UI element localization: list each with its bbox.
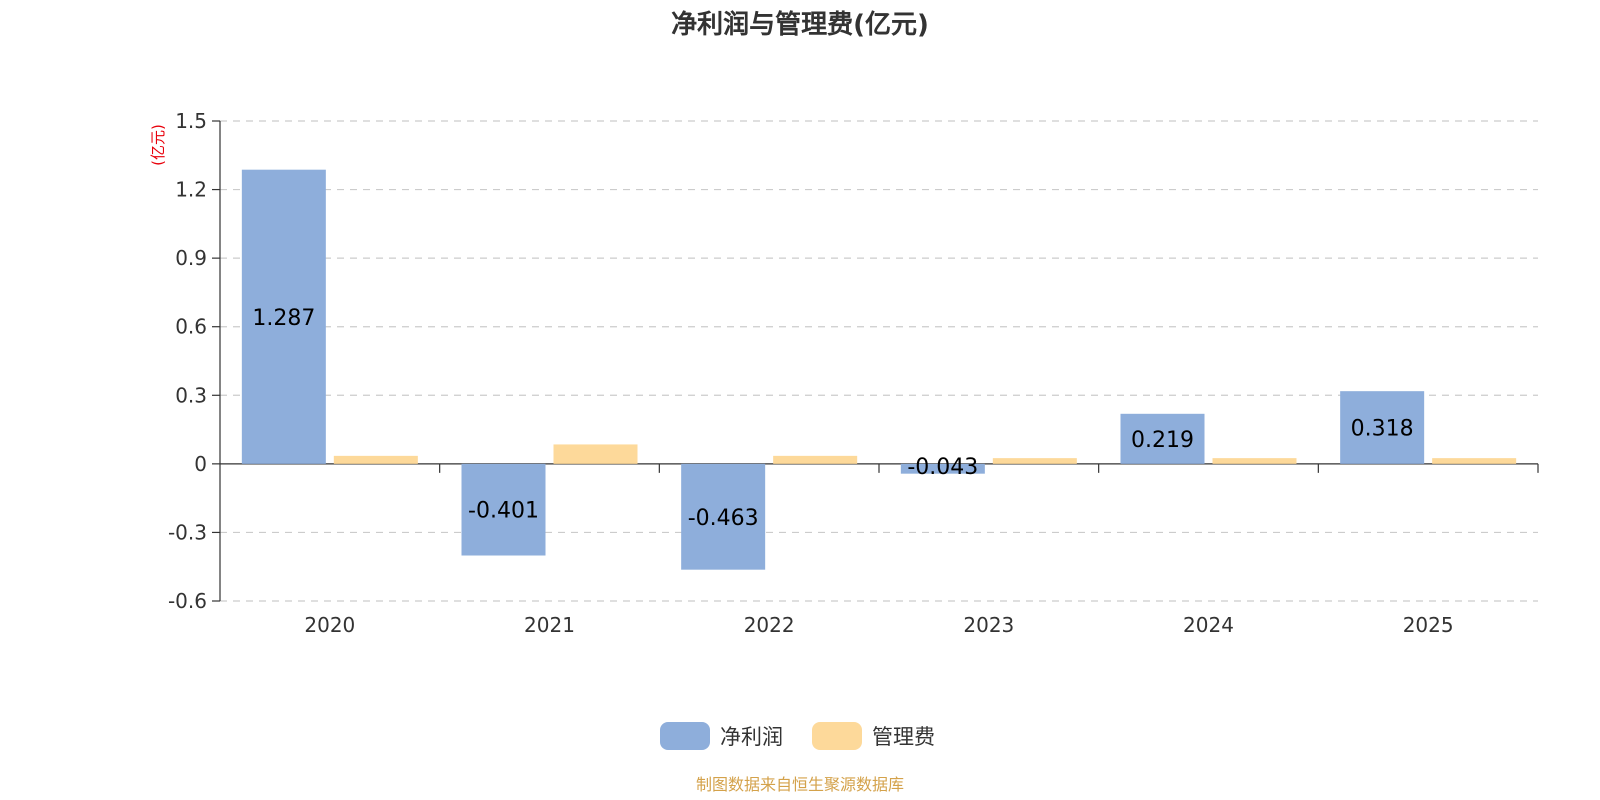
bar-net-profit[interactable] xyxy=(681,463,766,570)
y-tick-label: 1.5 xyxy=(175,109,207,133)
source-note: 制图数据来自恒生聚源数据库 xyxy=(696,775,904,794)
legend-item-admin-expense[interactable]: 管理费 xyxy=(812,722,935,750)
data-label: -0.043 xyxy=(907,455,978,480)
y-tick-label: -0.6 xyxy=(168,589,207,613)
data-label: -0.463 xyxy=(688,506,759,531)
x-tick-label: 2024 xyxy=(1183,613,1234,637)
bar-admin-expense[interactable] xyxy=(773,455,858,464)
y-axis-unit-label: (亿元) xyxy=(149,124,167,166)
legend-swatch xyxy=(812,722,862,750)
bar-admin-expense[interactable] xyxy=(1212,458,1297,464)
y-tick-label: 0.6 xyxy=(175,315,207,339)
axes: 1.5 1.2 0.9 0.6 0.3 0 -0.3 -0.6 2020 2021 2022 2023… xyxy=(168,109,1539,637)
y-tick-label: 1.2 xyxy=(175,178,207,202)
legend[interactable]: 净利润 管理费 xyxy=(660,722,935,750)
legend-label: 净利润 xyxy=(720,725,783,749)
data-label: 0.219 xyxy=(1131,428,1194,453)
data-label: -0.401 xyxy=(468,499,539,524)
legend-item-net-profit[interactable]: 净利润 xyxy=(660,722,783,750)
bar-admin-expense[interactable] xyxy=(333,455,418,464)
bar-net-profit[interactable] xyxy=(1340,391,1425,464)
bar-admin-expense[interactable] xyxy=(1432,458,1517,464)
x-tick-label: 2021 xyxy=(524,613,575,637)
chart-title: 净利润与管理费(亿元) xyxy=(671,9,929,40)
x-tick-label: 2022 xyxy=(744,613,795,637)
x-tick-label: 2025 xyxy=(1403,613,1454,637)
y-tick-label: -0.3 xyxy=(168,520,207,544)
bar-net-profit[interactable] xyxy=(461,463,546,556)
data-labels: 1.287 -0.401 -0.463 -0.043 0.219 0.318 xyxy=(252,306,1413,531)
bar-net-profit[interactable] xyxy=(1120,413,1205,464)
legend-swatch xyxy=(660,722,710,750)
bar-admin-expense[interactable] xyxy=(992,458,1077,464)
bars xyxy=(241,169,1517,570)
y-tick-label: 0.3 xyxy=(175,383,207,407)
legend-label: 管理费 xyxy=(872,725,935,749)
x-tick-label: 2020 xyxy=(304,613,355,637)
bar-net-profit[interactable] xyxy=(900,463,985,474)
data-label: 1.287 xyxy=(252,306,315,331)
x-tick-label: 2023 xyxy=(963,613,1014,637)
bar-admin-expense[interactable] xyxy=(553,444,638,464)
data-label: 0.318 xyxy=(1351,417,1414,442)
y-tick-label: 0 xyxy=(194,452,207,476)
y-tick-label: 0.9 xyxy=(175,246,207,270)
gridlines xyxy=(220,120,1538,602)
bar-net-profit[interactable] xyxy=(241,169,326,464)
